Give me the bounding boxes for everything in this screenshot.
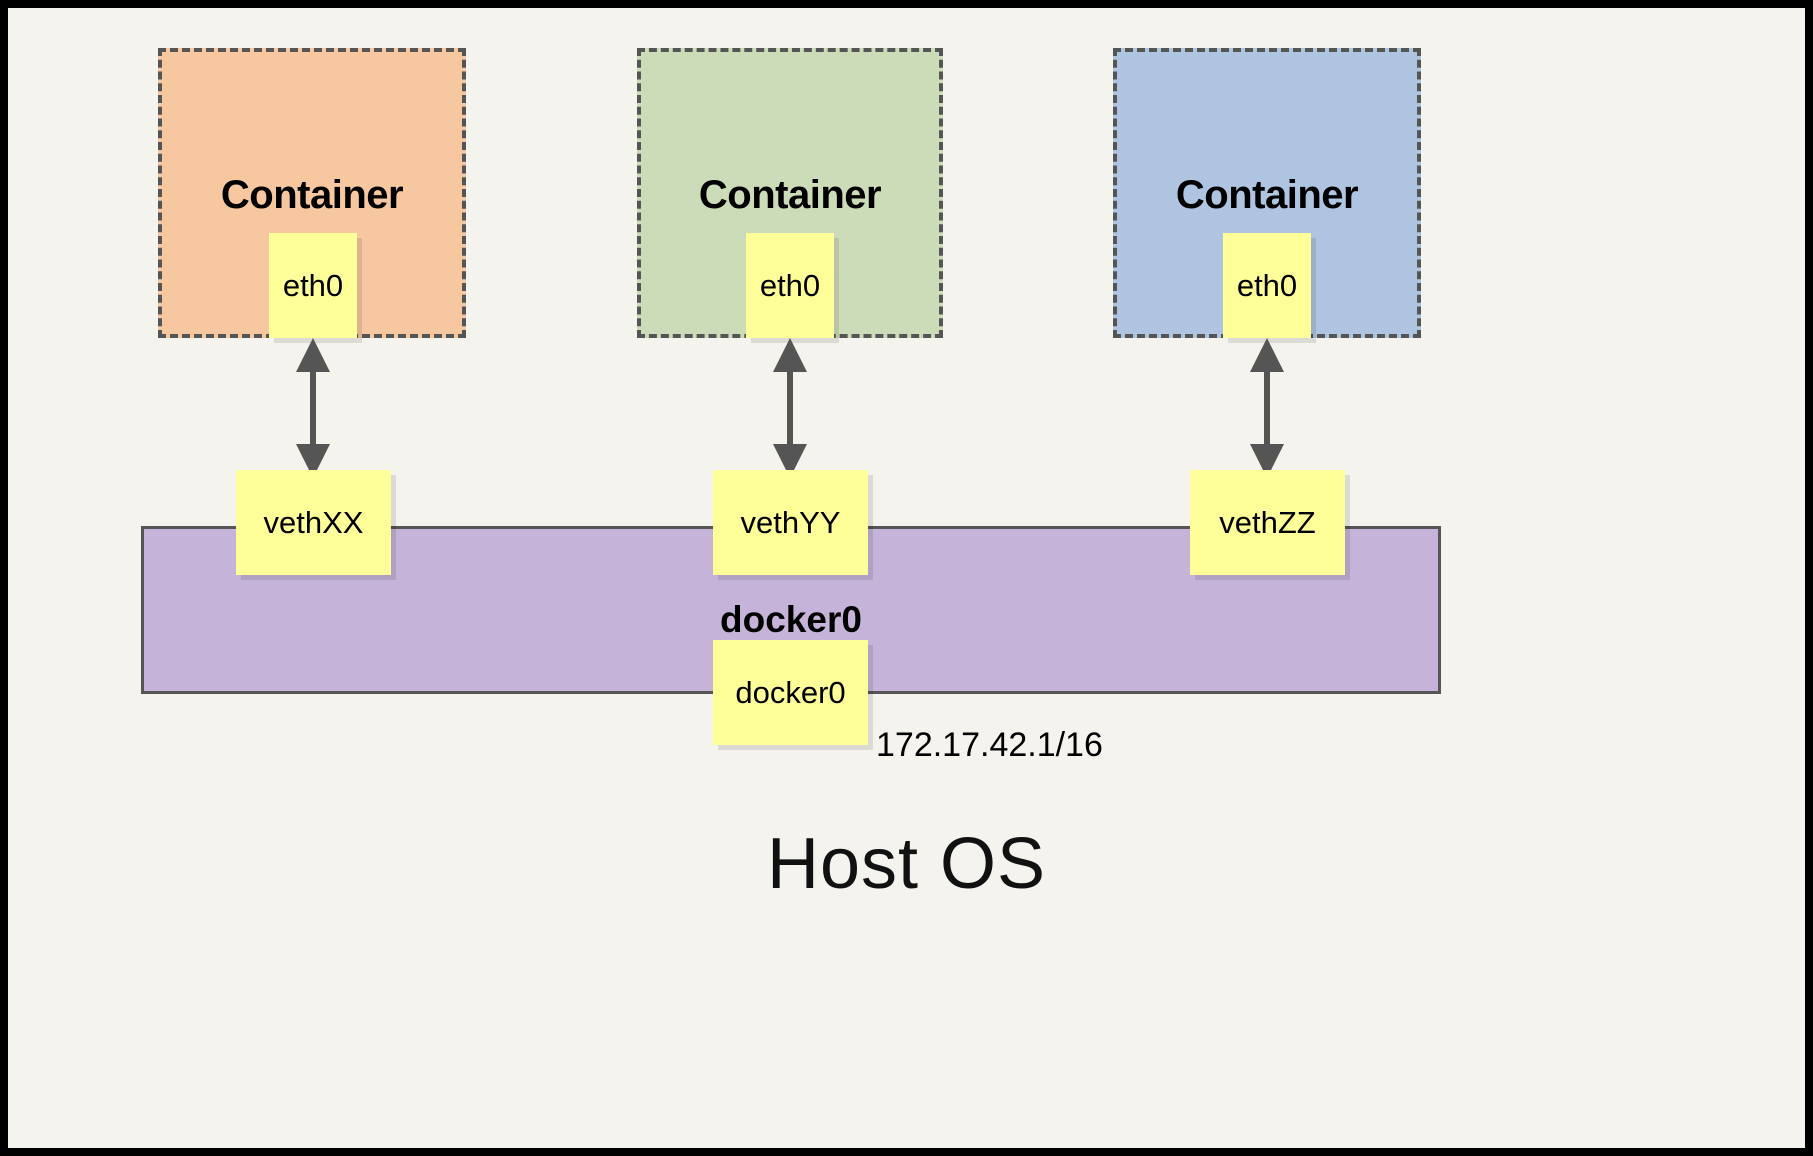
container-eth0-label-1: eth0	[282, 268, 344, 303]
container-eth0-label-2: eth0	[759, 268, 821, 303]
container-title-3: Container	[1175, 173, 1359, 217]
docker0-interface-box: docker0	[713, 640, 868, 745]
veth-link-arrow-1	[296, 338, 330, 478]
container-eth0-box-2: eth0	[746, 233, 834, 338]
veth-box-2: vethYY	[713, 470, 868, 575]
container-eth0-box-3: eth0	[1223, 233, 1311, 338]
veth-box-1: vethXX	[236, 470, 391, 575]
veth-label-1: vethXX	[263, 505, 364, 540]
docker0-ip-address: 172.17.42.1/16	[876, 726, 1103, 764]
veth-link-arrow-2	[773, 338, 807, 478]
container-title-2: Container	[698, 173, 882, 217]
veth-box-3: vethZZ	[1190, 470, 1345, 575]
host-os-title: Host OS	[766, 824, 1047, 904]
veth-label-2: vethYY	[740, 505, 841, 540]
container-eth0-label-3: eth0	[1236, 268, 1298, 303]
container-title-1: Container	[220, 173, 404, 217]
docker0-interface-label: docker0	[735, 675, 846, 710]
container-eth0-box-1: eth0	[269, 233, 357, 338]
veth-link-arrow-3	[1250, 338, 1284, 478]
diagram-stage: Container eth0 Container eth0 Container …	[8, 8, 1805, 1148]
veth-label-3: vethZZ	[1219, 505, 1316, 540]
docker0-bridge-title: docker0	[720, 599, 862, 640]
